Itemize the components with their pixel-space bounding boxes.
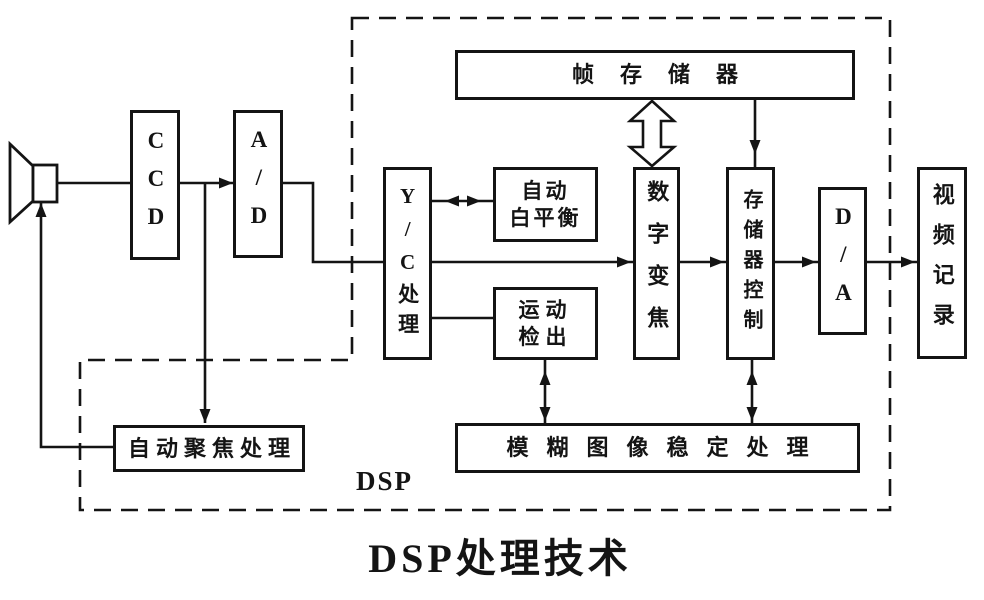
bidirectional-hollow-arrow-icon [626,99,678,168]
block-yc-processing: Y/C处理 [383,167,432,360]
block-memory-control: 存储器控制 [726,167,775,360]
block-digital-zoom: 数字变焦 [633,167,680,360]
block-frame-memory: 帧存储器 [455,50,855,100]
block-auto-white-balance-line1: 自动 [521,179,570,204]
block-image-stabilization: 模糊图像稳定处理 [455,423,860,473]
block-auto-white-balance-line2: 白平衡 [509,205,582,230]
block-motion-detect-line2: 检出 [518,324,573,349]
block-auto-white-balance: 自动 白平衡 [493,167,598,242]
block-ad-converter-label: A/D [246,127,272,241]
block-motion-detect-line1: 运动 [518,298,573,323]
camera-lens-icon [8,140,59,226]
dsp-region-dashed-border [78,16,892,512]
block-autofocus-processing: 自动聚焦处理 [113,425,305,472]
block-frame-memory-label: 帧存储器 [571,62,764,88]
block-ad-converter: A/D [233,110,283,258]
block-ccd-label: CCD [143,128,169,242]
dsp-region-label: DSP [356,466,414,496]
block-memory-control-label: 存储器控制 [740,188,762,339]
diagram-caption: DSP处理技术 [368,536,632,581]
block-video-record: 视频记录 [917,167,967,359]
arrowheads [35,140,915,423]
block-da-converter-label: D/A [830,204,856,318]
block-da-converter: D/A [818,187,867,335]
block-video-record-label: 视频记录 [929,183,955,343]
block-motion-detect: 运动 检出 [493,287,598,360]
block-ccd: CCD [130,110,180,260]
block-autofocus-processing-label: 自动聚焦处理 [127,435,296,461]
block-yc-processing-label: Y/C处理 [395,184,420,343]
block-image-stabilization-label: 模糊图像稳定处理 [506,435,827,461]
block-digital-zoom-label: 数字变焦 [644,179,670,348]
